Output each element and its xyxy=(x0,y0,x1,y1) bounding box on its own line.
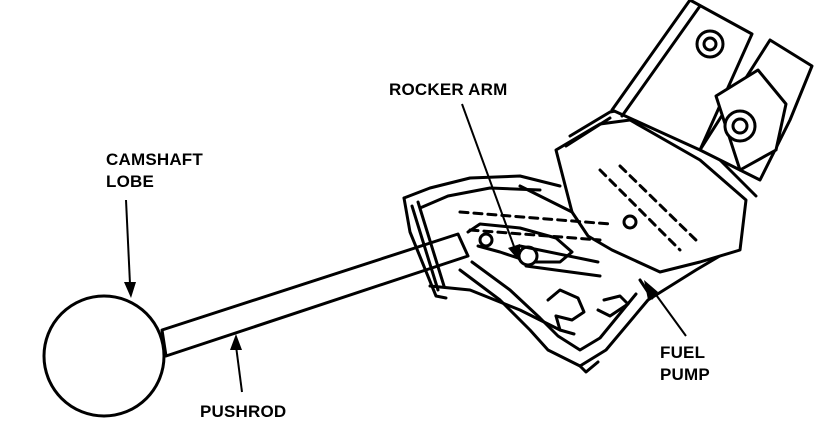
camshaft-lobe xyxy=(42,294,166,418)
fuel-fitting-upper xyxy=(610,0,754,152)
camshaft-lobe-label-line2: LOBE xyxy=(106,172,155,191)
rocker-arm xyxy=(466,222,602,278)
pushrod xyxy=(160,232,470,358)
engine-block-boss xyxy=(402,174,562,332)
fuel-fitting-lower xyxy=(698,38,814,182)
pushrod-label: PUSHROD xyxy=(200,402,287,421)
fuel-pump-label-line2: PUMP xyxy=(660,365,710,384)
pushrod-leader-arrow xyxy=(230,334,243,393)
camshaft-lobe-label-line1: CAMSHAFT xyxy=(106,150,203,169)
fuel-pump-label-line1: FUEL xyxy=(660,343,706,362)
rocker-arm-label: ROCKER ARM xyxy=(389,80,508,99)
rocker-arm-leader-arrow xyxy=(461,103,520,262)
camshaft-leader-arrow xyxy=(124,199,136,298)
fuel-pump-leader-arrow xyxy=(644,280,687,337)
